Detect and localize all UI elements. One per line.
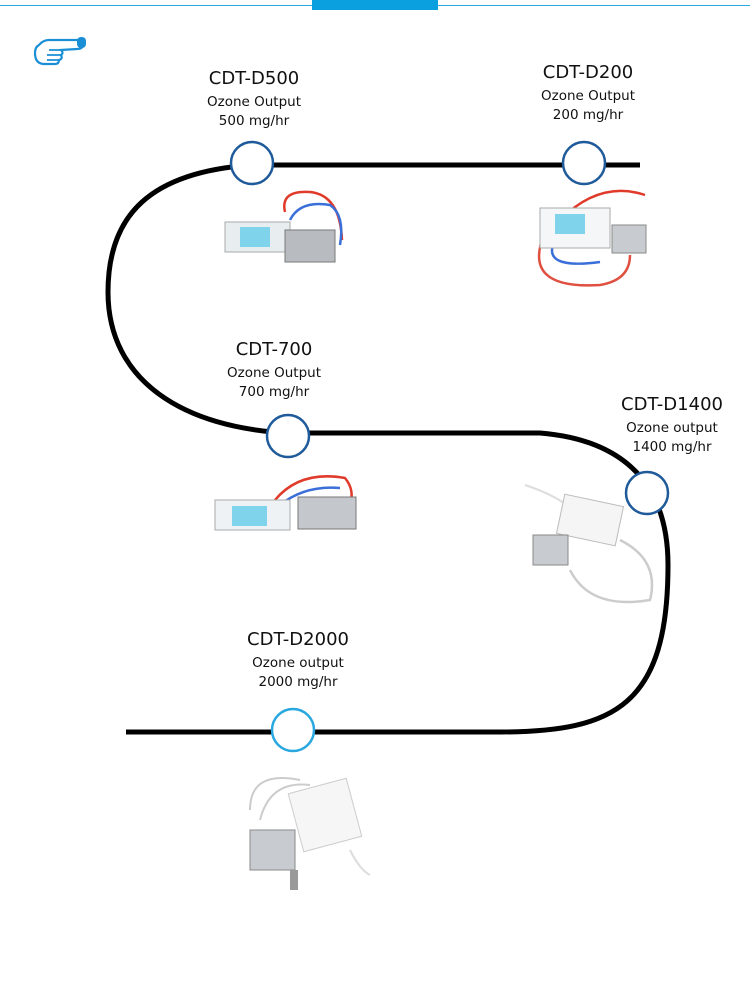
output-value: 500 mg/hr (218, 113, 290, 129)
product-model: CDT-D200 (542, 62, 634, 83)
product-label-d500: CDT-D500 Ozone Output 500 mg/hr (154, 68, 354, 131)
timeline-node-700 (265, 413, 311, 459)
product-image-700 (214, 475, 357, 531)
output-value: 1400 mg/hr (632, 439, 712, 455)
product-model: CDT-D1400 (621, 394, 723, 415)
output-label: Ozone output (252, 655, 344, 671)
product-label-d200: CDT-D200 Ozone Output 200 mg/hr (488, 62, 688, 125)
product-label-d1400: CDT-D1400 Ozone output 1400 mg/hr (572, 394, 750, 457)
product-model: CDT-D2000 (247, 629, 349, 650)
timeline-node-d1400 (624, 470, 670, 516)
product-image-d200 (537, 189, 647, 287)
product-label-700: CDT-700 Ozone Output 700 mg/hr (174, 339, 374, 402)
output-label: Ozone output (626, 420, 718, 436)
header-tab-accent (312, 0, 438, 10)
product-image-d1400 (524, 484, 654, 604)
product-image-d2000 (249, 777, 371, 890)
timeline-node-d500 (229, 140, 275, 186)
output-value: 200 mg/hr (552, 107, 624, 123)
product-model: CDT-700 (235, 339, 313, 360)
product-model: CDT-D500 (208, 68, 300, 89)
pointing-hand-icon (33, 37, 86, 66)
output-label: Ozone Output (226, 365, 322, 381)
product-label-d2000: CDT-D2000 Ozone output 2000 mg/hr (198, 629, 398, 692)
output-label: Ozone Output (540, 88, 636, 104)
product-image-d500 (224, 190, 344, 263)
output-value: 700 mg/hr (238, 384, 310, 400)
output-value: 2000 mg/hr (258, 674, 338, 690)
timeline-node-d200 (561, 140, 607, 186)
timeline-node-d2000 (270, 707, 316, 753)
timeline-track (105, 162, 671, 735)
output-label: Ozone Output (206, 94, 302, 110)
